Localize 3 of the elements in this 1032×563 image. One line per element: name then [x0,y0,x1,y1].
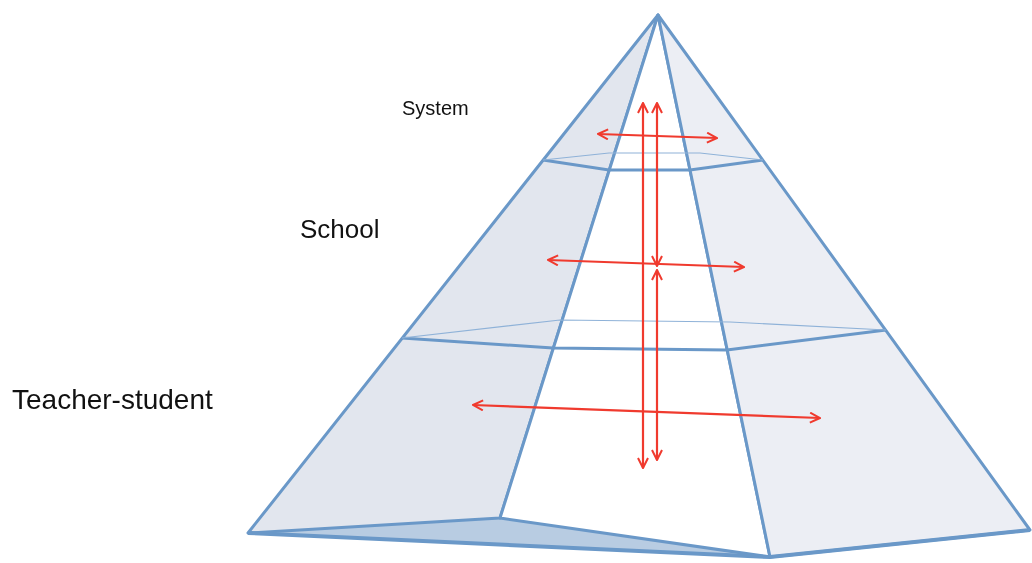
level-label: Teacher-student [12,384,213,416]
level-label: School [300,214,380,245]
level-label: System [402,97,469,120]
